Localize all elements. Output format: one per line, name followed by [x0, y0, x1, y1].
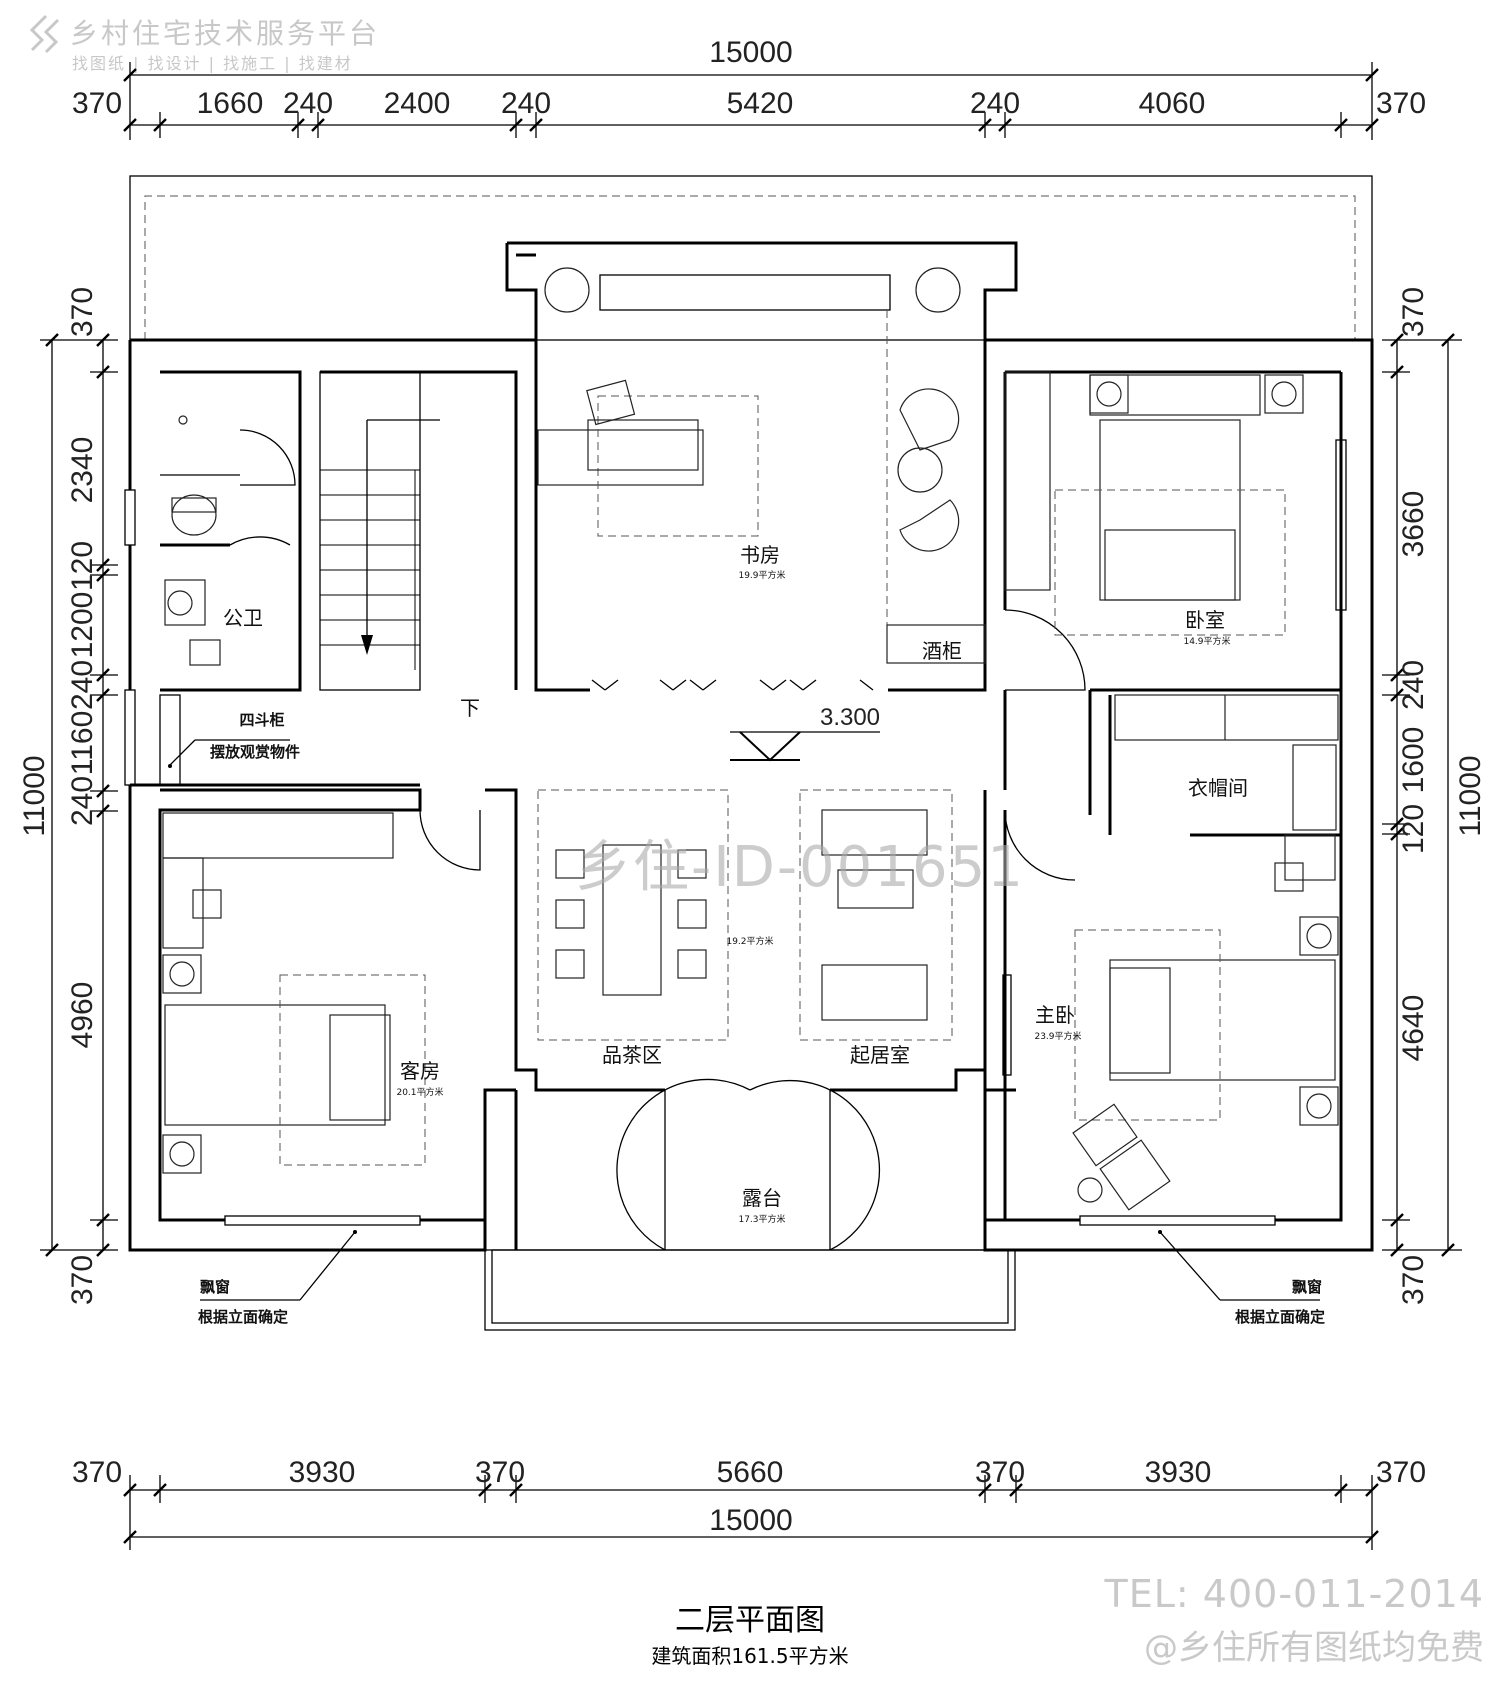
brand-title: 乡村住宅技术服务平台	[70, 17, 381, 50]
bottom-dim-4: 5660	[717, 1456, 784, 1489]
doors	[229, 429, 1086, 1251]
bedroom-furniture	[1004, 371, 1304, 636]
tea-area-name: 品茶区	[602, 1043, 662, 1067]
cloakroom-name: 衣帽间	[1188, 776, 1248, 800]
top-dim-8: 4060	[1139, 87, 1206, 120]
bottom-dim-7: 370	[1376, 1456, 1426, 1489]
telephone-contact: TEL: 400-011-2014	[1104, 1572, 1484, 1616]
living-room-name: 起居室	[850, 1043, 910, 1067]
guest-room-area: 20.1平方米	[396, 1086, 443, 1098]
brand-logo-icon	[29, 14, 60, 54]
left-dimension-lines	[40, 333, 118, 1257]
bottom-total-dimension: 15000	[709, 1504, 792, 1537]
bedroom-area: 14.9平方米	[1183, 635, 1230, 647]
right-dim-5: 120	[1397, 804, 1430, 854]
lounge-area: 19.2平方米	[726, 935, 773, 947]
top-dim-2: 1660	[197, 87, 264, 120]
plan-area: 建筑面积161.5平方米	[651, 1644, 849, 1668]
bottom-dim-6: 3930	[1145, 1456, 1212, 1489]
left-dim-5: 240	[66, 660, 99, 710]
four-drawer-cabinet-label: 四斗柜	[239, 711, 284, 729]
brand-subtitle: 找图纸 | 找设计 | 找施工 | 找建材	[72, 54, 353, 73]
lounge-furniture	[537, 789, 953, 1041]
guest-room-name: 客房	[400, 1059, 440, 1083]
public-bath-name: 公卫	[223, 606, 263, 630]
top-dim-5: 240	[501, 87, 551, 120]
plan-title: 二层平面图	[675, 1603, 825, 1638]
bay-window-left-note: 根据立面确定	[198, 1308, 288, 1326]
left-dim-7: 240	[66, 776, 99, 826]
master-bedroom-name: 主卧	[1035, 1003, 1075, 1027]
terrace-name: 露台	[742, 1186, 782, 1210]
elevation-marker	[730, 731, 880, 762]
bottom-dim-5: 370	[975, 1456, 1025, 1489]
top-dim-9: 370	[1376, 87, 1426, 120]
top-dim-7: 240	[970, 87, 1020, 120]
right-dim-2: 3660	[1397, 491, 1430, 558]
right-total-dimension: 11000	[1454, 755, 1487, 836]
copyright-notice: @乡住所有图纸均免费	[1144, 1628, 1484, 1668]
display-items-label: 摆放观赏物件	[210, 743, 300, 761]
master-bedroom-area: 23.9平方米	[1034, 1030, 1081, 1042]
windows	[124, 274, 1347, 1226]
terrace-area: 17.3平方米	[738, 1213, 785, 1225]
right-dim-1: 370	[1397, 287, 1430, 337]
bottom-dim-2: 3930	[289, 1456, 356, 1489]
left-dim-1: 370	[66, 287, 99, 337]
bay-window-left-label: 飘窗	[200, 1278, 230, 1296]
watermark-text: 乡住-ID-001651	[575, 835, 1025, 900]
guest-room-furniture	[162, 812, 426, 1174]
right-dim-6: 4640	[1397, 995, 1430, 1062]
stair-down-label: 下	[460, 696, 480, 720]
study-name: 书房	[740, 543, 780, 567]
wine-cabinet-name: 酒柜	[922, 639, 962, 663]
top-dim-6: 5420	[727, 87, 794, 120]
right-dimension-lines	[1382, 333, 1462, 1257]
left-dim-3: 120	[66, 541, 99, 591]
left-total-dimension: 11000	[18, 755, 51, 836]
right-dim-7: 370	[1397, 1255, 1430, 1305]
master-bedroom-furniture	[1002, 834, 1339, 1211]
top-dim-4: 2400	[384, 87, 451, 120]
roof-outline	[129, 175, 1373, 341]
bottom-dim-1: 370	[72, 1456, 122, 1489]
bay-window-right-note: 根据立面确定	[1235, 1308, 1325, 1326]
left-dim-9: 370	[66, 1255, 99, 1305]
staircase	[319, 371, 440, 691]
left-dim-6: 1160	[66, 711, 99, 776]
top-dimension-lines	[123, 62, 1379, 140]
bottom-dim-3: 370	[475, 1456, 525, 1489]
left-dim-8: 4960	[66, 982, 99, 1049]
bay-window-right-label: 飘窗	[1292, 1278, 1322, 1296]
top-total-dimension: 15000	[709, 36, 792, 69]
walls	[128, 241, 1374, 1331]
bedroom-name: 卧室	[1185, 608, 1225, 632]
top-dim-1: 370	[72, 87, 122, 120]
right-dim-3: 240	[1397, 660, 1430, 710]
elevation-label: 3.300	[820, 704, 880, 731]
top-dim-3: 240	[283, 87, 333, 120]
left-dim-4: 1200	[66, 592, 99, 659]
bathroom-fixtures	[160, 415, 240, 666]
left-dim-2: 2340	[66, 437, 99, 504]
study-furniture	[537, 267, 986, 691]
study-area: 19.9平方米	[738, 569, 785, 581]
cloakroom-furniture	[1114, 694, 1339, 831]
right-dim-4: 1600	[1397, 727, 1430, 794]
bottom-dimension-lines	[123, 1475, 1379, 1550]
